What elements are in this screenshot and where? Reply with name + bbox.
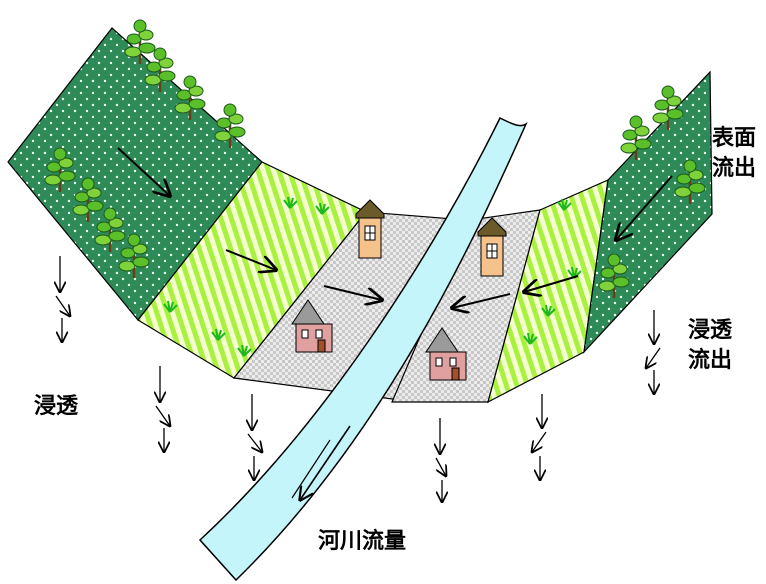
surface-runoff-arrow (616, 175, 673, 240)
infiltration-arrows (56, 256, 661, 502)
surface-runoff-arrow (225, 249, 276, 270)
right-forest-slope (583, 70, 713, 354)
surface-runoff-label: 表面 流出 (712, 126, 757, 181)
river-flow-arrow-1 (300, 425, 351, 500)
interflow-label: 浸透 流出 (688, 318, 733, 373)
infiltration-label: 浸透 (34, 394, 79, 419)
surface-runoff-arrow (323, 285, 382, 300)
river-flow-label: 河川流量 (318, 529, 407, 554)
surface-runoff-arrow (524, 275, 579, 292)
river-flow-arrow-2 (291, 439, 331, 499)
surface-runoff-arrow (452, 293, 511, 308)
river (198, 116, 528, 582)
surface-runoff-arrow (117, 147, 170, 196)
